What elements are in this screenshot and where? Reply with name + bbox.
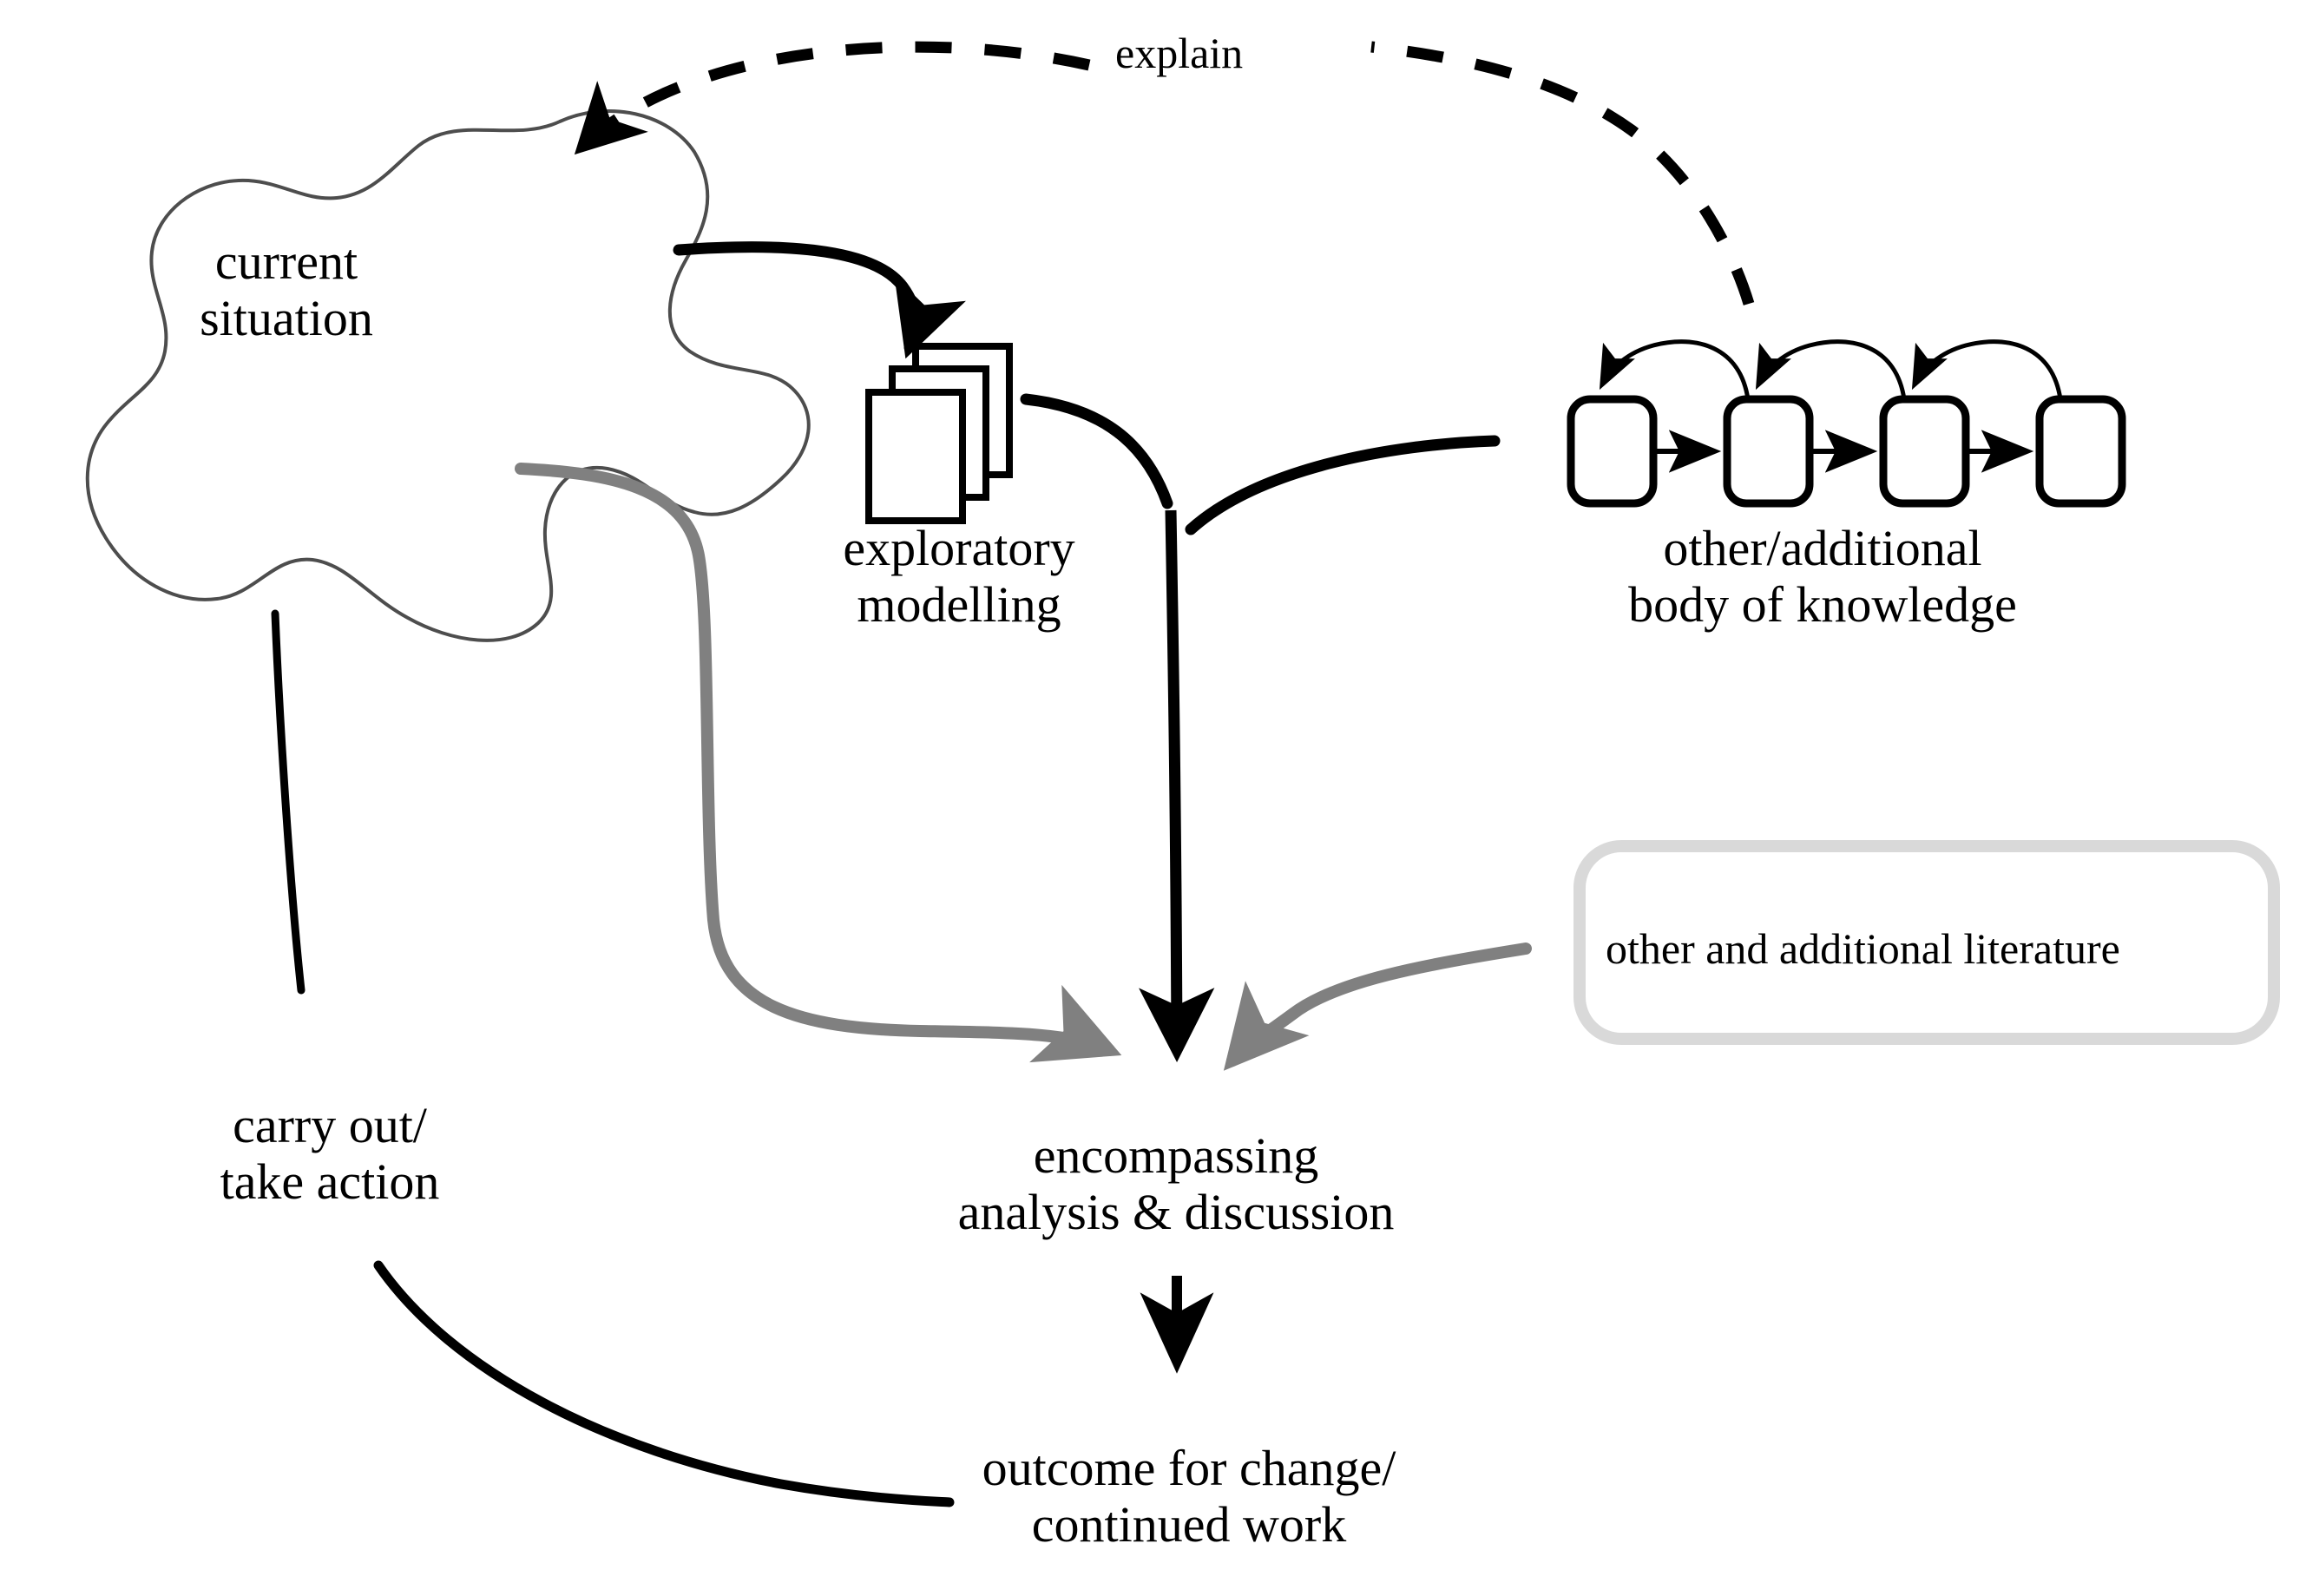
label-carry-out-take-action: carry out/ take action [220, 1097, 440, 1210]
line-carryout-to-outcome [373, 1260, 955, 1507]
literature-box [1573, 840, 2280, 1045]
arrow-trunk-to-analysis [1139, 509, 1215, 1063]
edge-bok-to-analysis [1185, 435, 1501, 535]
edge-label-explain: explain [1115, 29, 1244, 77]
body-of-knowledge-chain-icon [1567, 339, 2126, 508]
label-outcome-for-change: outcome for change/ continued work [982, 1440, 1396, 1553]
cloud-shape [85, 109, 811, 642]
label-body-of-knowledge: other/additional body of knowledge [1628, 520, 2017, 633]
document-stack-icon [865, 343, 1013, 524]
label-exploratory-modelling: exploratory modelling [843, 520, 1075, 633]
line-situation-to-carryout [271, 609, 305, 995]
arrow-literature-to-analysis [1223, 942, 1532, 1071]
edge-exploratory-to-analysis [1020, 393, 1173, 509]
explain-arrow-left-segment [574, 41, 1091, 155]
label-current-situation: current situation [200, 233, 373, 346]
arrow-situation-to-exploratory [673, 241, 966, 359]
explain-arrow-right-segment [1370, 41, 1755, 305]
label-encompassing-analysis: encompassing analysis & discussion [957, 1127, 1395, 1240]
arrow-situation-to-analysis [515, 463, 1122, 1063]
label-other-literature: other and additional literature [1606, 924, 2120, 973]
